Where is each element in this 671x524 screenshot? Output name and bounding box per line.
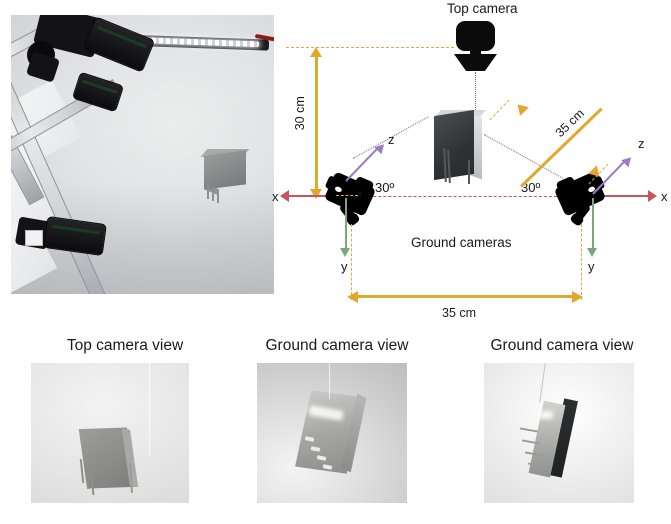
camera-label-sticker: [25, 230, 43, 246]
left-x-axis-label: x: [272, 189, 279, 204]
suspension-wire: [149, 363, 150, 455]
diagonal-distance-label: 35 cm: [552, 106, 587, 140]
vertical-dimension-arrowhead-down: [310, 189, 322, 199]
suspension-wire: [329, 363, 330, 399]
specular-highlight: [539, 411, 553, 419]
left-camera-x-tick-label: x: [357, 188, 363, 200]
top-camera-icon: [456, 21, 495, 51]
right-x-axis-line: [598, 195, 651, 197]
left-camera-local-x-dash: [336, 195, 358, 196]
baseline-dimension-line: [358, 295, 574, 298]
ground-camera-view-left-caption: Ground camera view: [265, 337, 409, 354]
left-y-axis-arrowhead: [340, 248, 350, 257]
right-baseline-extension-dash: [581, 224, 582, 300]
target-object-pin: [468, 160, 470, 184]
target-object-pin: [212, 187, 214, 201]
target-object-pin: [207, 185, 209, 199]
vertical-dimension-arrowhead-up: [310, 47, 322, 57]
diagonal-guide-dash-top: [489, 99, 510, 121]
laboratory-setup-photograph: [11, 15, 274, 294]
ground-camera-view-right-caption: Ground camera view: [490, 337, 634, 354]
left-y-axis-line: [345, 198, 347, 250]
diagonal-dimension-arrowhead-up: [513, 100, 529, 116]
optical-baseline-dashed: [298, 196, 592, 197]
top-camera-view-caption: Top camera view: [66, 337, 184, 354]
right-y-axis-line: [592, 198, 594, 250]
target-object-pin: [217, 189, 219, 203]
left-baseline-extension-dash: [351, 224, 352, 300]
right-angle-label: 30º: [521, 180, 541, 195]
ground-cameras-label: Ground cameras: [411, 235, 512, 250]
left-z-axis-label: z: [388, 132, 395, 147]
top-camera-label: Top camera: [447, 1, 518, 16]
right-z-axis-arrowhead: [621, 153, 635, 168]
top-camera-view: [31, 363, 189, 503]
right-x-axis-label: x: [661, 189, 668, 204]
right-y-axis-label: y: [588, 259, 595, 274]
ground-camera-view-right: [484, 363, 634, 503]
target-object-front-face: [204, 150, 246, 190]
left-angle-label: 30º: [375, 180, 395, 195]
top-height-guide-dash: [286, 47, 454, 48]
left-z-axis-arrowhead: [374, 140, 388, 155]
left-y-axis-label: y: [341, 259, 348, 274]
right-y-axis-arrowhead: [587, 248, 597, 257]
ground-camera-view-left: [257, 363, 407, 503]
left-x-axis-line: [287, 195, 347, 197]
vertical-distance-label: 30 cm: [292, 96, 307, 131]
right-z-axis-label: z: [638, 136, 645, 151]
baseline-distance-label: 35 cm: [442, 306, 477, 320]
top-camera-stand: [454, 54, 497, 71]
camera-setup-schematic: Top camera 30 cm x x x z y: [272, 0, 671, 330]
vertical-dimension-line: [315, 53, 318, 195]
top-camera-neck: [470, 50, 481, 55]
baseline-dimension-arrowhead-left: [347, 291, 358, 303]
left-x-axis-arrowhead: [280, 190, 289, 202]
top-camera-sight-line: [475, 72, 476, 114]
right-x-axis-arrowhead: [648, 190, 657, 202]
baseline-dimension-arrowhead-right: [572, 291, 583, 303]
